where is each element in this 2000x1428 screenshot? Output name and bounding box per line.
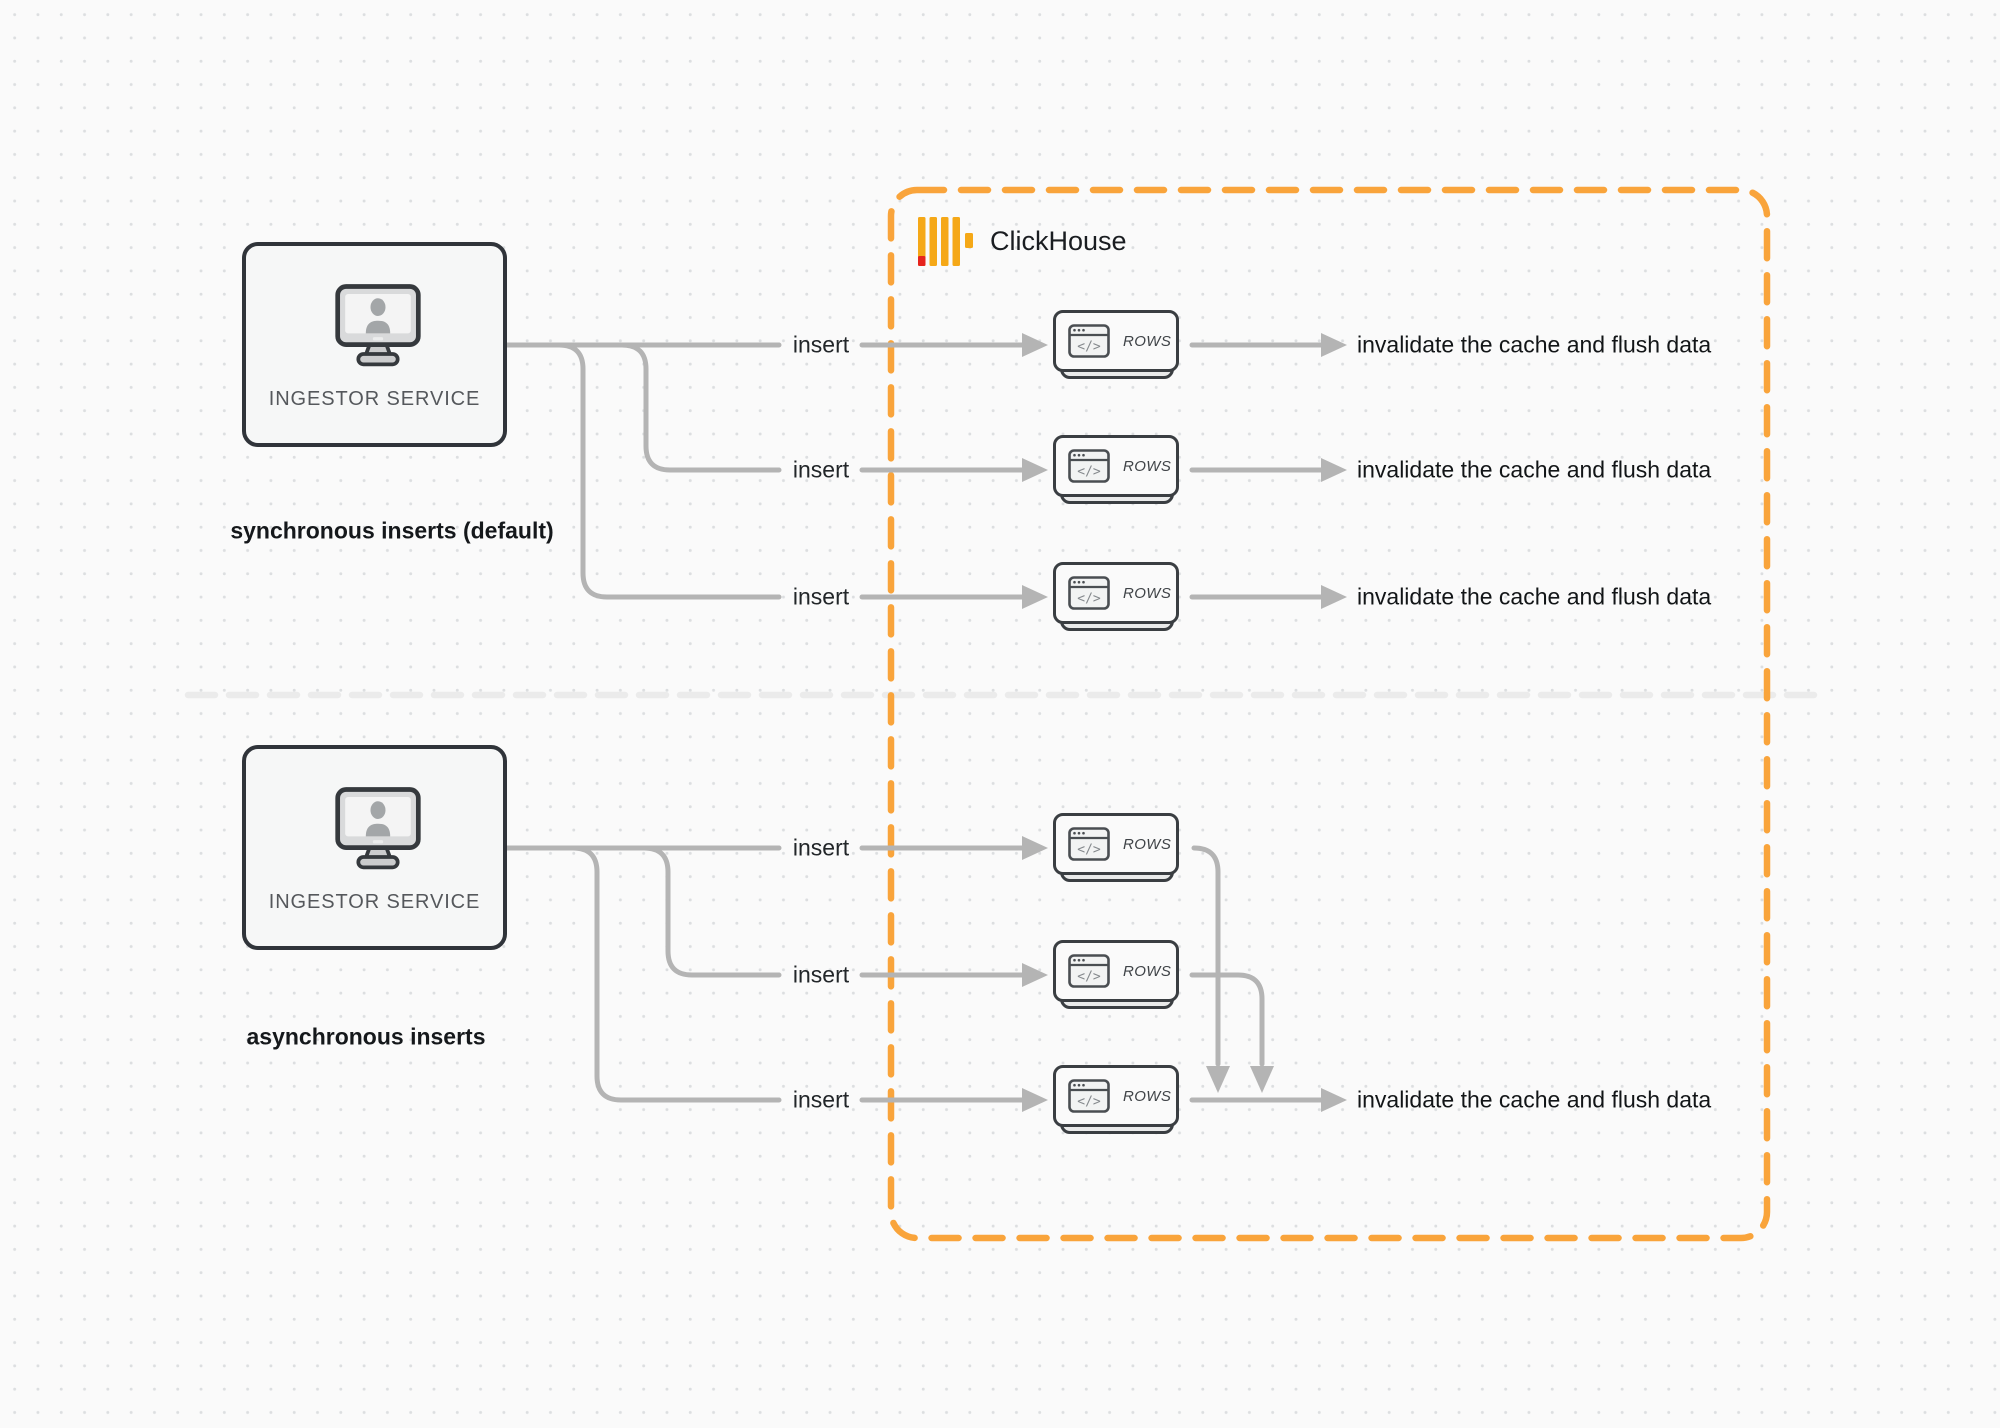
code-glyph: </> [1077, 970, 1101, 985]
monitor-user-icon [335, 787, 421, 870]
ingestor-service-box-async: INGESTOR SERVICE [242, 745, 507, 950]
insert-label: insert [792, 834, 850, 861]
ingestor-service-box-sync: INGESTOR SERVICE [242, 242, 507, 447]
rows-label: ROWS [1123, 962, 1172, 980]
monitor-user-icon [335, 284, 421, 367]
clickhouse-title: ClickHouse [990, 226, 1127, 256]
clickhouse-region-border [887, 186, 1771, 1242]
browser-code-icon: </> [1068, 827, 1110, 861]
rows-label: ROWS [1123, 457, 1172, 475]
code-glyph: </> [1077, 1095, 1101, 1110]
code-glyph: </> [1077, 465, 1101, 480]
rows-card: </> ROWS [1053, 1065, 1179, 1135]
sync-arrowheads [1022, 333, 1347, 609]
browser-code-icon: </> [1068, 1079, 1110, 1113]
rows-label: ROWS [1123, 584, 1172, 602]
rows-card: </> ROWS [1053, 435, 1179, 505]
ingestor-service-label: INGESTOR SERVICE [268, 891, 481, 913]
rows-card: </> ROWS [1053, 813, 1179, 883]
async-connectors [504, 845, 1327, 1103]
browser-code-icon: </> [1068, 324, 1110, 358]
insert-label: insert [792, 961, 850, 988]
section-label-sync: synchronous inserts (default) [230, 517, 554, 544]
insert-label: insert [792, 583, 850, 610]
insert-label: insert [792, 1086, 850, 1113]
code-glyph: </> [1077, 592, 1101, 607]
result-label: invalidate the cache and flush data [1357, 331, 1712, 358]
rows-card: </> ROWS [1053, 310, 1179, 380]
browser-code-icon: </> [1068, 954, 1110, 988]
rows-label: ROWS [1123, 1087, 1172, 1105]
rows-card: </> ROWS [1053, 940, 1179, 1010]
clickhouse-logo-icon [918, 217, 973, 266]
rows-label: ROWS [1123, 835, 1172, 853]
insert-label: insert [792, 456, 850, 483]
result-label: invalidate the cache and flush data [1357, 583, 1712, 610]
insert-label: insert [792, 331, 850, 358]
result-label: invalidate the cache and flush data [1357, 456, 1712, 483]
browser-code-icon: </> [1068, 576, 1110, 610]
rows-label: ROWS [1123, 332, 1172, 350]
sync-connectors [504, 342, 1327, 600]
ingestor-service-label: INGESTOR SERVICE [268, 388, 481, 410]
section-label-async: asynchronous inserts [246, 1023, 486, 1050]
rows-card: </> ROWS [1053, 562, 1179, 632]
result-label: invalidate the cache and flush data [1357, 1086, 1712, 1113]
async-arrowheads [1022, 836, 1347, 1112]
code-glyph: </> [1077, 340, 1101, 355]
code-glyph: </> [1077, 843, 1101, 858]
browser-code-icon: </> [1068, 449, 1110, 483]
